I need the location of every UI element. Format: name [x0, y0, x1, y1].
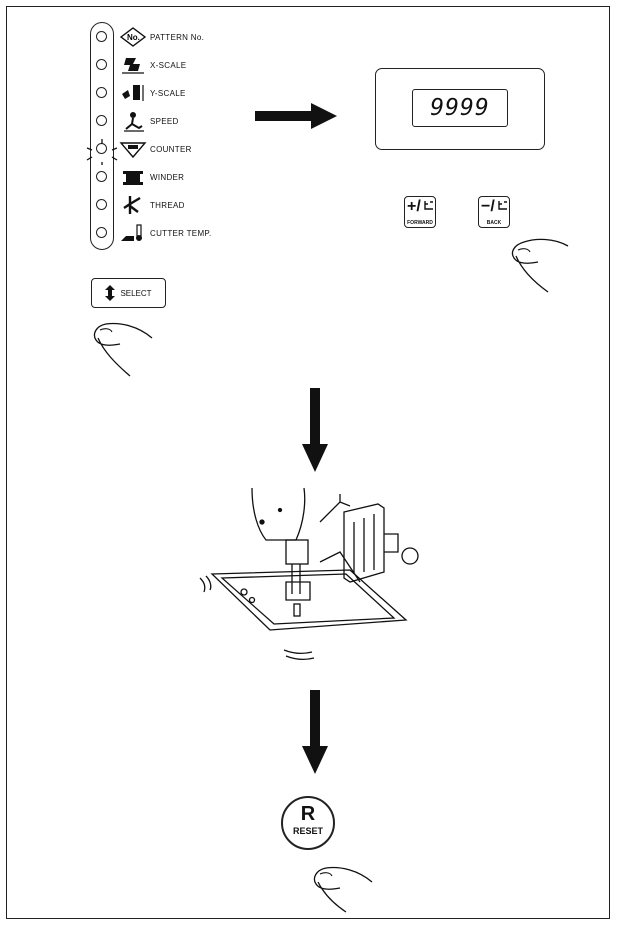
- led-winder: [96, 171, 107, 182]
- y-scale-icon: [122, 85, 144, 101]
- winder-icon: [123, 171, 143, 185]
- mode-label: Y-SCALE: [150, 88, 186, 98]
- mode-speed: SPEED: [118, 110, 179, 132]
- mode-x-scale: X-SCALE: [118, 54, 186, 76]
- mode-label: CUTTER TEMP.: [150, 228, 212, 238]
- reset-symbol: R: [300, 803, 316, 825]
- forward-key[interactable]: +/ FORWARD: [404, 196, 436, 228]
- led-speed: [96, 115, 107, 126]
- counter-icon: [119, 142, 147, 159]
- forward-key-label: FORWARD: [407, 220, 433, 226]
- mode-thread: THREAD: [118, 194, 185, 216]
- mode-pattern-no: No. PATTERN No.: [118, 26, 204, 48]
- x-scale-icon: [122, 58, 144, 74]
- mode-label: PATTERN No.: [150, 32, 205, 42]
- mode-label: SPEED: [150, 116, 179, 126]
- needle-step-icon: [424, 201, 433, 210]
- svg-text:No.: No.: [127, 33, 140, 42]
- back-key-label: BACK: [486, 220, 502, 226]
- mode-cutter-temp: CUTTER TEMP.: [118, 222, 212, 244]
- forward-key-symbol: +/: [407, 198, 421, 215]
- pointing-finger-icon: [511, 238, 569, 293]
- reset-button[interactable]: R RESET: [281, 796, 335, 850]
- mode-label: COUNTER: [150, 144, 192, 154]
- back-key[interactable]: −/ BACK: [478, 196, 510, 228]
- reset-label: RESET: [292, 826, 323, 836]
- pointing-finger-icon: [313, 866, 373, 913]
- mode-label: X-SCALE: [150, 60, 187, 70]
- display-value: 9999: [430, 95, 490, 121]
- no-badge-icon: No.: [119, 27, 147, 47]
- down-arrow-icon: [302, 690, 328, 774]
- led-lit-rays-icon: [86, 139, 118, 165]
- mode-winder: WINDER: [118, 166, 184, 188]
- page-frame: [6, 6, 610, 919]
- led-cutter-temp: [96, 227, 107, 238]
- down-arrow-icon: [302, 388, 328, 472]
- mode-label: THREAD: [150, 200, 185, 210]
- thread-icon: [123, 196, 141, 214]
- speed-icon: [124, 112, 144, 132]
- right-arrow-icon: [255, 103, 337, 129]
- mode-y-scale: Y-SCALE: [118, 82, 186, 104]
- select-button-label: SELECT: [120, 288, 152, 298]
- mode-label: WINDER: [150, 172, 185, 182]
- needle-step-icon: [498, 201, 507, 210]
- mode-indicator-bar: [90, 22, 114, 250]
- pointing-finger-icon: [93, 322, 153, 377]
- display-panel: 9999: [375, 68, 545, 150]
- sewing-machine-illustration: [199, 487, 419, 660]
- up-down-arrow-icon: [105, 285, 116, 301]
- led-thread: [96, 199, 107, 210]
- back-key-symbol: −/: [481, 198, 495, 215]
- select-button[interactable]: SELECT: [91, 278, 166, 308]
- display-window: 9999: [412, 89, 508, 127]
- mode-counter: COUNTER: [118, 138, 192, 160]
- led-y-scale: [96, 87, 107, 98]
- cutter-temp-icon: [121, 224, 142, 241]
- led-x-scale: [96, 59, 107, 70]
- led-pattern-no: [96, 31, 107, 42]
